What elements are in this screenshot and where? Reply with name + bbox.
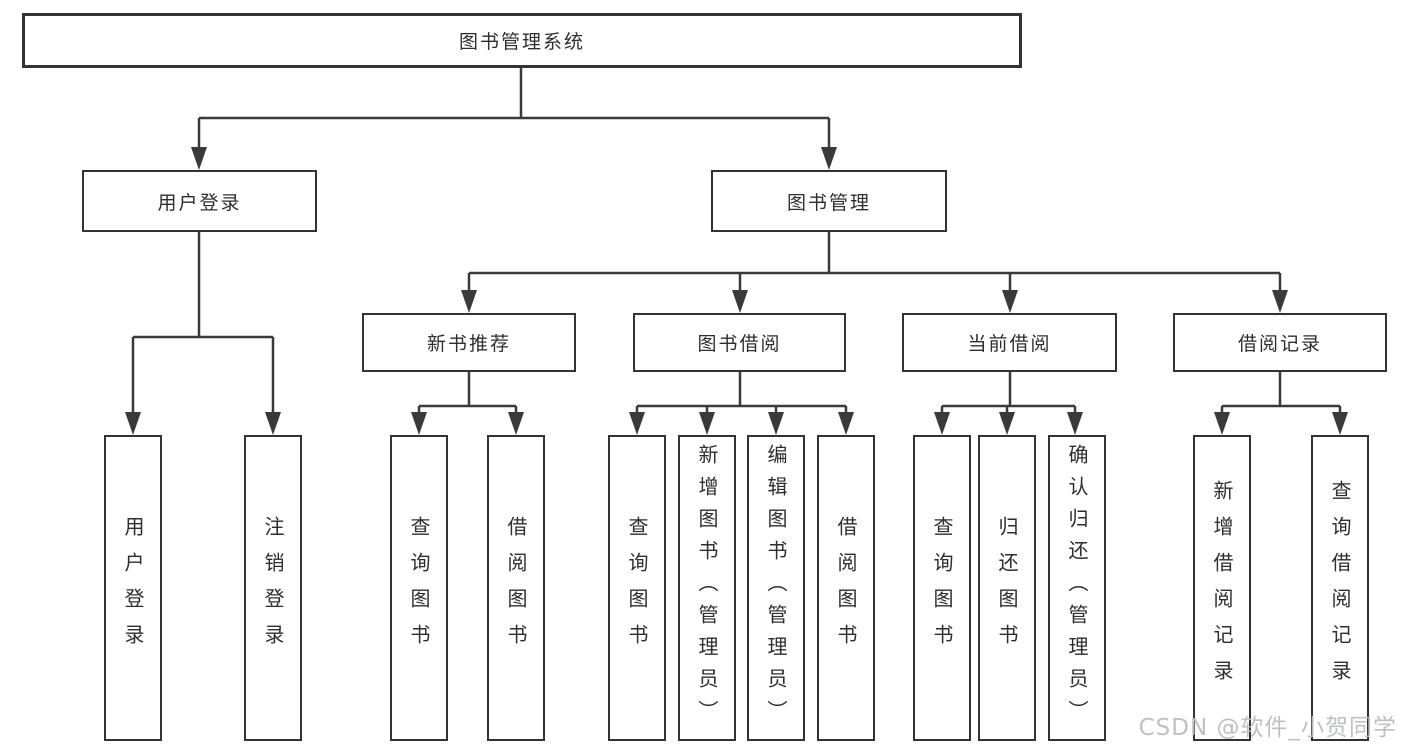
connector-borrow-records-branch bbox=[1220, 372, 1342, 417]
leaf-user-login-label: 用户登录 bbox=[121, 516, 145, 660]
leaf-query-books-recommend: 查询图书 bbox=[390, 435, 448, 741]
leaf-add-book-admin: 新增图书（管理员） bbox=[678, 435, 736, 741]
leaf-confirm-return-admin-label: 确认归还（管理员） bbox=[1065, 444, 1089, 732]
connector-new-book-branch bbox=[417, 372, 518, 417]
node-book-management-label: 图书管理 bbox=[786, 191, 871, 214]
node-user-login-label: 用户登录 bbox=[157, 191, 242, 214]
leaf-borrow-books-recommend: 借阅图书 bbox=[487, 435, 545, 741]
leaf-add-borrow-record: 新增借阅记录 bbox=[1193, 435, 1251, 741]
leaf-query-books-borrow: 查询图书 bbox=[608, 435, 666, 741]
leaf-add-book-admin-label: 新增图书（管理员） bbox=[695, 444, 719, 732]
leaf-logout-label: 注销登录 bbox=[261, 516, 285, 660]
node-borrow-records-label: 借阅记录 bbox=[1237, 333, 1322, 355]
connector-user-login-branch bbox=[131, 232, 275, 417]
leaf-edit-book-admin-label: 编辑图书（管理员） bbox=[764, 444, 788, 732]
leaf-query-books-current-label: 查询图书 bbox=[930, 516, 954, 660]
watermark: CSDN @软件_小贺同学 bbox=[1138, 715, 1397, 741]
leaf-confirm-return-admin: 确认归还（管理员） bbox=[1048, 435, 1106, 741]
connector-book-borrow-branch bbox=[635, 372, 848, 417]
node-current-borrow-label: 当前借阅 bbox=[967, 333, 1052, 355]
node-new-book-recommend-label: 新书推荐 bbox=[426, 333, 511, 355]
leaf-query-books-borrow-label: 查询图书 bbox=[625, 516, 649, 660]
leaf-logout: 注销登录 bbox=[244, 435, 302, 741]
connector-current-borrow-branch bbox=[940, 372, 1077, 417]
leaf-query-borrow-record-label: 查询借阅记录 bbox=[1328, 480, 1352, 696]
connector-book-mgmt-branch bbox=[467, 232, 1282, 295]
leaf-borrow-books-borrow: 借阅图书 bbox=[817, 435, 875, 741]
node-book-management: 图书管理 bbox=[711, 170, 947, 232]
node-borrow-records: 借阅记录 bbox=[1173, 313, 1387, 372]
leaf-return-books: 归还图书 bbox=[978, 435, 1036, 741]
leaf-user-login: 用户登录 bbox=[104, 435, 162, 741]
node-book-borrow: 图书借阅 bbox=[633, 313, 846, 372]
connector-root-branch bbox=[197, 68, 831, 152]
leaf-query-borrow-record: 查询借阅记录 bbox=[1311, 435, 1369, 741]
leaf-add-borrow-record-label: 新增借阅记录 bbox=[1210, 480, 1234, 696]
leaf-borrow-books-recommend-label: 借阅图书 bbox=[504, 516, 528, 660]
node-root: 图书管理系统 bbox=[22, 13, 1022, 68]
leaf-borrow-books-borrow-label: 借阅图书 bbox=[834, 516, 858, 660]
node-new-book-recommend: 新书推荐 bbox=[362, 313, 576, 372]
leaf-query-books-recommend-label: 查询图书 bbox=[407, 516, 431, 660]
leaf-edit-book-admin: 编辑图书（管理员） bbox=[747, 435, 805, 741]
node-current-borrow: 当前借阅 bbox=[902, 313, 1117, 372]
leaf-query-books-current: 查询图书 bbox=[913, 435, 971, 741]
leaf-return-books-label: 归还图书 bbox=[995, 516, 1019, 660]
node-user-login: 用户登录 bbox=[82, 170, 317, 232]
node-book-borrow-label: 图书借阅 bbox=[697, 333, 782, 355]
node-root-label: 图书管理系统 bbox=[458, 31, 585, 53]
